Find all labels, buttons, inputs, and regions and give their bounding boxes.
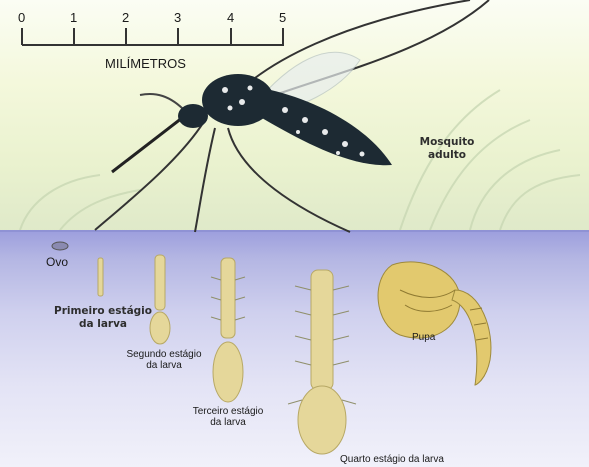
larva-stage-3-label-line1: Terceiro estágio: [182, 406, 274, 417]
scale-tick-4: 4: [227, 10, 234, 25]
adult-mosquito: [95, 0, 489, 232]
mosquito-head: [178, 104, 208, 128]
larva-stage-3: [211, 258, 245, 402]
pupa-label: Pupa: [412, 332, 435, 343]
mosquito-antenna: [140, 94, 186, 112]
scale-tick-5: 5: [279, 10, 286, 25]
mosquito-abdomen: [262, 88, 392, 165]
larva-stage-1-label: Primeiro estágio da larva: [48, 305, 158, 331]
larva-stage-4: [288, 270, 356, 454]
scale-ruler: [22, 28, 284, 45]
larva-stage-2-label: Segundo estágio da larva: [118, 349, 210, 371]
adult-mosquito-label-line1: Mosquito: [412, 136, 482, 149]
larva-stage-2-label-line1: Segundo estágio: [118, 349, 210, 360]
larva-stage-2-label-line2: da larva: [118, 360, 210, 371]
scale-tick-0: 0: [18, 10, 25, 25]
larva-stage-4-label: Quarto estágio da larva: [340, 454, 460, 465]
larva-stage-3-label: Terceiro estágio da larva: [182, 406, 274, 428]
larva-stage-1-label-line2: da larva: [48, 318, 158, 331]
scale-tick-1: 1: [70, 10, 77, 25]
scale-tick-3: 3: [174, 10, 181, 25]
pupa-shape: [378, 262, 491, 385]
adult-mosquito-label-line2: adulto: [412, 149, 482, 162]
mosquito-proboscis: [112, 118, 182, 172]
adult-mosquito-label: Mosquito adulto: [412, 136, 482, 162]
scale-unit-label: MILÍMETROS: [105, 56, 186, 71]
egg-label: Ovo: [46, 255, 68, 269]
larva-stage-1-label-line1: Primeiro estágio: [48, 305, 158, 318]
scale-tick-2: 2: [122, 10, 129, 25]
larva-stage-1: [98, 258, 103, 296]
egg-shape: [52, 242, 68, 250]
larva-stage-3-label-line2: da larva: [182, 417, 274, 428]
